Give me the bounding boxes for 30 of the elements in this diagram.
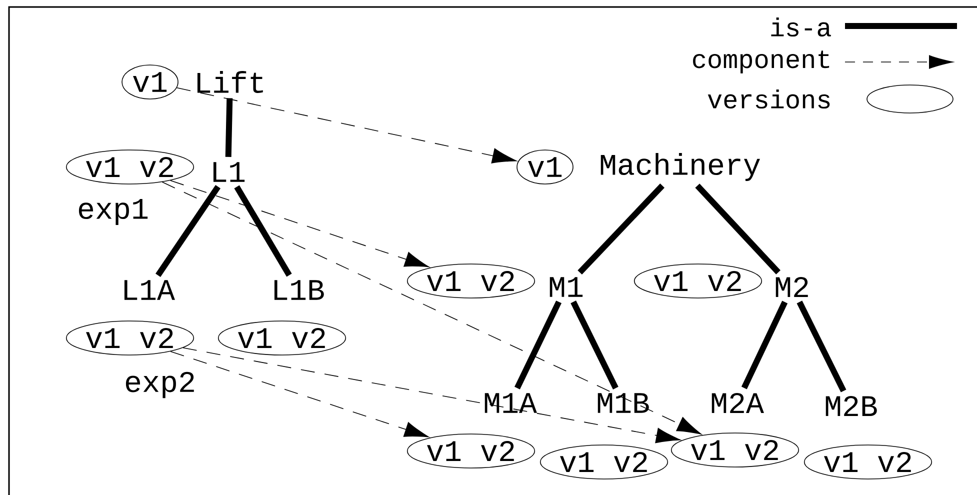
legend-text: versions: [708, 89, 830, 109]
label: exp1: [78, 199, 148, 225]
arrow: [176, 87, 517, 164]
is-a-line: [234, 185, 292, 277]
arrow: [170, 180, 430, 268]
label: exp2: [126, 372, 194, 398]
is-a-line: [514, 300, 562, 390]
is-a-line: [741, 300, 788, 390]
is-a-line: [695, 184, 780, 274]
arrow: [162, 182, 702, 434]
is-a-line: [225, 98, 233, 157]
node-label: Machinery: [600, 153, 760, 181]
node-label: L1: [213, 162, 245, 182]
legend-text: component: [693, 50, 830, 74]
is-a-line: [156, 185, 221, 277]
node-label: Lift: [197, 71, 263, 93]
legend-text: is-a: [771, 17, 831, 37]
node-label: M2A: [712, 392, 764, 414]
node-label: L1A: [124, 280, 175, 300]
node-label: L1B: [274, 280, 324, 300]
arrow: [182, 347, 681, 444]
node-label: M2: [776, 276, 808, 298]
node-label: M1B: [598, 393, 649, 413]
arrow: [170, 351, 429, 438]
node-label: M2B: [826, 396, 877, 416]
is-a-line: [578, 184, 664, 275]
is-a-line: [570, 300, 618, 390]
node-label: M1A: [484, 393, 537, 413]
is-a-line: [796, 300, 846, 392]
node-label: M1: [550, 277, 583, 297]
